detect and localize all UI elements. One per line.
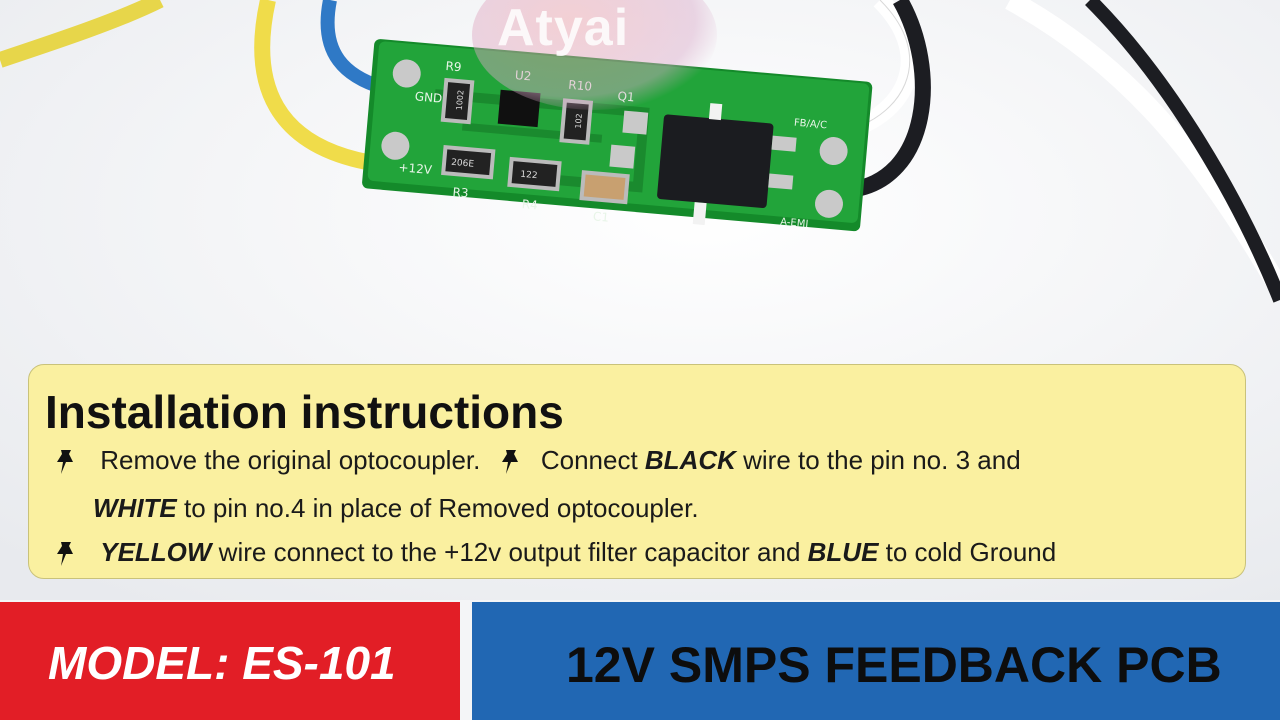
product-title: 12V SMPS FEEDBACK PCB	[566, 637, 1222, 693]
smd-marking-206e: 206E	[451, 158, 475, 170]
instruction-line-1: Remove the original optocoupler. Connect…	[55, 445, 1021, 476]
blue-wire-label: BLUE	[807, 537, 879, 567]
product-title-banner: 12V SMPS FEEDBACK PCB	[472, 602, 1280, 720]
pcb-label-fbac: FB/A/C	[793, 117, 827, 131]
pushpin-icon	[501, 450, 518, 475]
capacitor-text: wire connect to the +12v output filter c…	[211, 537, 808, 567]
pushpin-icon	[57, 542, 73, 567]
black-wire-label: BLACK	[644, 445, 736, 475]
model-label: MODEL: ES-101	[48, 637, 396, 689]
pin3-text: wire to the pin no. 3 and	[735, 445, 1021, 475]
pcb-label-q1: Q1	[617, 89, 635, 104]
black-wire-right	[1085, 0, 1280, 303]
pcb-label-r4: R4	[521, 197, 538, 212]
pcb-label-r10: R10	[568, 78, 593, 94]
step-connect-text: Connect	[540, 445, 645, 475]
instructions-title: Installation instructions	[45, 386, 564, 438]
pin4-text: to pin no.4 in place of Removed optocoup…	[176, 493, 699, 523]
yellow-wire	[254, 0, 387, 173]
installation-instructions-box: Installation instructions Remove the ori…	[28, 364, 1246, 579]
pcb-label-u2: U2	[514, 68, 532, 83]
watermark-text: Atyai	[497, 0, 630, 57]
yellow-wire-left	[0, 0, 164, 68]
instruction-line-3: YELLOW wire connect to the +12v output f…	[55, 537, 1056, 568]
step-remove-optocoupler: Remove the original optocoupler.	[100, 445, 481, 475]
ground-text: to cold Ground	[878, 537, 1057, 567]
pcb-label-12v: +12V	[398, 160, 433, 177]
white-wire-label: WHITE	[93, 493, 177, 523]
smd-marking-1002: 1002	[455, 90, 466, 111]
instruction-line-2: WHITE to pin no.4 in place of Removed op…	[93, 493, 699, 524]
pcb-label-aemi: A-EMI	[780, 217, 809, 230]
pcb-label-r9: R9	[445, 59, 462, 74]
smd-marking-122: 122	[520, 170, 538, 181]
black-wire	[848, 0, 931, 198]
yellow-wire-label: YELLOW	[100, 537, 212, 567]
pcb-board: GND +12V R9 U2 R10 Q1 R3 R4 C1 FB/A/C A-…	[362, 39, 873, 232]
pcb-label-r3: R3	[452, 185, 469, 200]
pushpin-icon	[57, 450, 73, 475]
smd-marking-102: 102	[574, 113, 584, 129]
pcb-label-c1: C1	[592, 209, 609, 224]
pcb-label-gnd: GND	[414, 89, 443, 105]
model-banner: MODEL: ES-101	[0, 602, 460, 720]
